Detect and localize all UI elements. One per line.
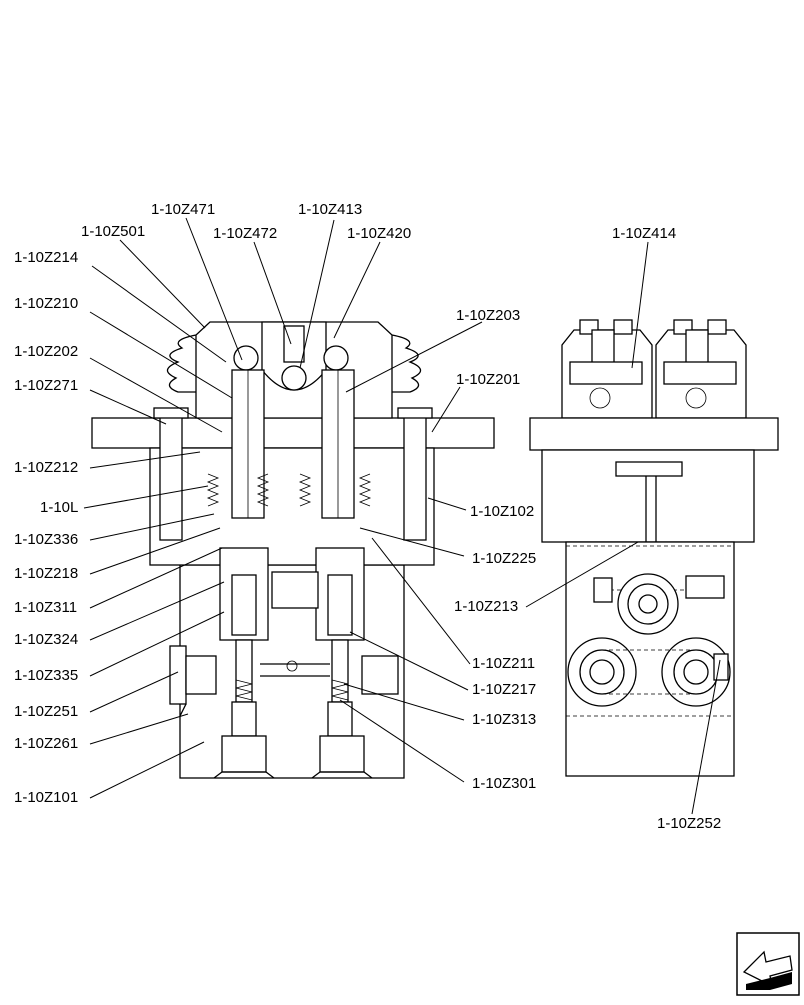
label-1-10z201: 1-10Z201 [456, 371, 520, 388]
label-1-10z324: 1-10Z324 [14, 631, 78, 648]
side-view [529, 319, 779, 777]
label-1-10z101: 1-10Z101 [14, 789, 78, 806]
label-1-10z414: 1-10Z414 [612, 225, 676, 242]
label-1-10z225: 1-10Z225 [472, 550, 536, 567]
label-1-10z413: 1-10Z413 [298, 201, 362, 218]
section-view [91, 321, 495, 779]
label-1-10z336: 1-10Z336 [14, 531, 78, 548]
label-1-10z218: 1-10Z218 [14, 565, 78, 582]
label-1-10z301: 1-10Z301 [472, 775, 536, 792]
label-1-10z420: 1-10Z420 [347, 225, 411, 242]
label-1-10z214: 1-10Z214 [14, 249, 78, 266]
label-1-10z261: 1-10Z261 [14, 735, 78, 752]
label-1-10l: 1-10L [40, 499, 78, 516]
label-1-10z472: 1-10Z472 [213, 225, 277, 242]
leader-lines [83, 217, 721, 815]
part-labels: 1-10Z471 1-10Z413 1-10Z501 1-10Z472 1-10… [14, 201, 721, 832]
label-1-10z501: 1-10Z501 [81, 223, 145, 240]
label-1-10z217: 1-10Z217 [472, 681, 536, 698]
label-1-10z471: 1-10Z471 [151, 201, 215, 218]
label-1-10z252: 1-10Z252 [657, 815, 721, 832]
page-navigation-arrow-icon[interactable] [736, 932, 800, 996]
label-1-10z212: 1-10Z212 [14, 459, 78, 476]
label-1-10z202: 1-10Z202 [14, 343, 78, 360]
label-1-10z335: 1-10Z335 [14, 667, 78, 684]
label-1-10z211: 1-10Z211 [472, 655, 535, 672]
label-1-10z213: 1-10Z213 [454, 598, 518, 615]
label-1-10z102: 1-10Z102 [470, 503, 534, 520]
upper-housing [149, 447, 435, 566]
label-1-10z313: 1-10Z313 [472, 711, 536, 728]
flange [91, 417, 495, 449]
label-1-10z271: 1-10Z271 [14, 377, 78, 394]
label-1-10z210: 1-10Z210 [14, 295, 78, 312]
label-1-10z251: 1-10Z251 [14, 703, 78, 720]
label-1-10z311: 1-10Z311 [14, 599, 77, 616]
label-1-10z203: 1-10Z203 [456, 307, 520, 324]
